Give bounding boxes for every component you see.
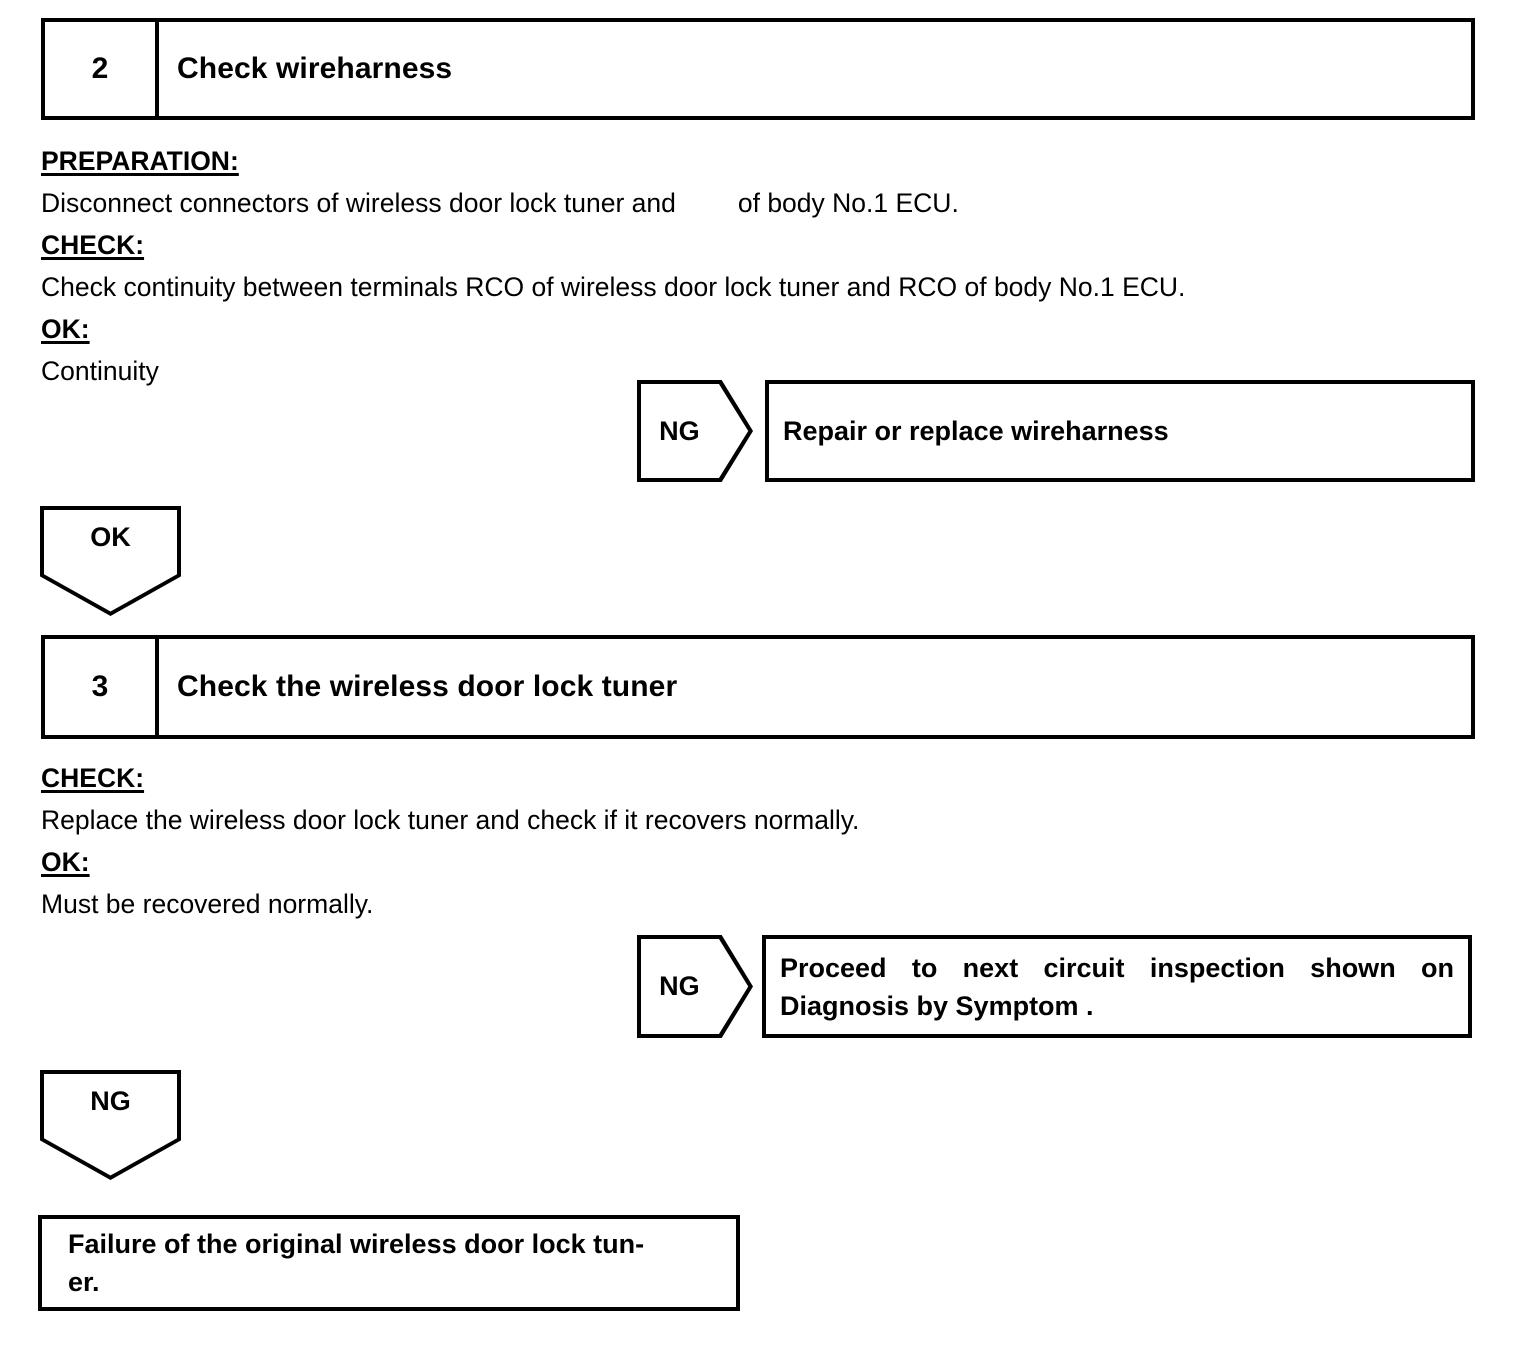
conclusion-line2: er. [68,1267,100,1297]
ng-result-2-line1: Proceed to next circuit inspection shown… [780,952,1454,983]
step-2-title: Check wireharness [177,52,453,85]
conclusion-line1: Failure of the original wireless door lo… [68,1229,645,1259]
ng-result-box-1: Repair or replace wireharness [765,380,1475,482]
ng-result-2-line2: Diagnosis by Symptom . [780,990,1094,1021]
step-2-ok-text: Continuity [41,356,159,386]
step-2-check-label: CHECK: [41,230,145,260]
step-3-title: Check the wireless door lock tuner [177,670,678,703]
step-3-check-label: CHECK: [41,763,145,793]
ng-arrow-2-label: NG [659,971,700,1001]
ng-result-1-text: Repair or replace wireharness [783,416,1169,446]
ng-result-2-text: Proceed to next circuit inspection shown… [766,949,1468,1025]
conclusion-box: Failure of the original wireless door lo… [38,1215,740,1311]
ng-arrow-3-label: NG [90,1086,131,1116]
step-2-ok-label: OK: [41,314,90,344]
ng-arrow-1-label: NG [659,415,700,446]
step-3-header: 3 Check the wireless door lock tuner [41,635,1475,739]
ng-arrow-1: NG [637,380,753,482]
ng-result-box-2: Proceed to next circuit inspection shown… [762,935,1472,1038]
step-3-number: 3 [45,639,159,735]
step-2-preparation-label: PREPARATION: [41,146,239,176]
step-2-check-text: Check continuity between terminals RCO o… [41,272,1186,302]
conclusion-text: Failure of the original wireless door lo… [42,1225,658,1301]
ng-arrow-2: NG [637,935,753,1038]
ok-arrow-1-label: OK [90,522,131,552]
ng-arrow-3: NG [40,1070,181,1180]
step-2-header: 2 Check wireharness [41,18,1475,120]
step-3-ok-text: Must be recovered normally. [41,889,374,919]
step-2-preparation-text: Disconnect connectors of wireless door l… [41,188,959,218]
step-3-ok-label: OK: [41,847,90,877]
ok-arrow-1: OK [40,506,181,616]
step-2-number: 2 [45,22,159,116]
step-3-check-text: Replace the wireless door lock tuner and… [41,805,860,835]
